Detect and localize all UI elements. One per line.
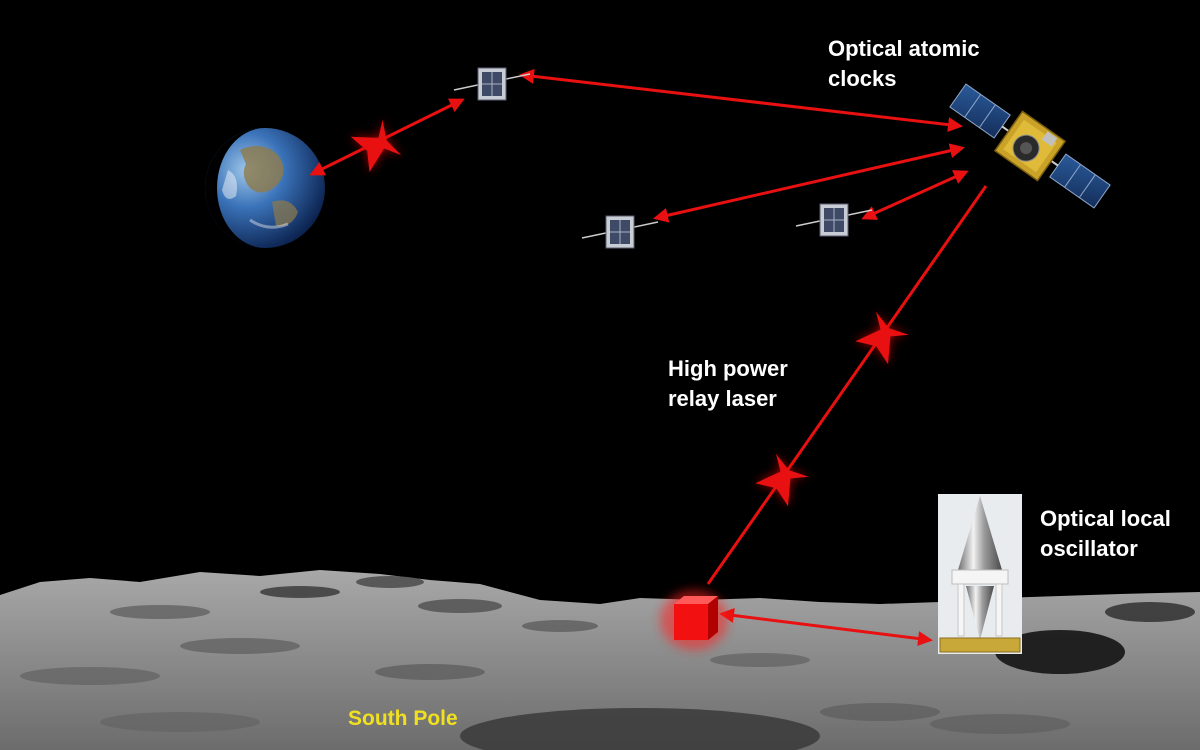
earth-icon	[205, 128, 325, 248]
south-pole-label-text: South Pole	[348, 707, 458, 730]
south-pole-label: South Pole	[348, 704, 458, 734]
oscillator-icon	[938, 494, 1022, 654]
link-clock-cubesat-top	[519, 68, 963, 133]
link-relay-beam	[706, 185, 988, 585]
link-box-oscillator	[719, 608, 933, 646]
laser-pulse-icon	[350, 119, 402, 173]
link-clock-cubesat-left	[653, 143, 965, 223]
optical-atomic-clocks-label: Optical atomic clocks	[828, 34, 980, 94]
cubesat-icon	[581, 215, 659, 249]
laser-links	[309, 68, 988, 646]
local-oscillator-label-line2: oscillator	[1040, 536, 1138, 561]
link-cubesat-earth	[309, 98, 465, 176]
satellite-icon	[949, 83, 1111, 209]
relay-laser-label-line1: High power	[668, 356, 788, 381]
relay-laser-label: High power relay laser	[668, 354, 788, 414]
cubesat-icon	[795, 203, 873, 237]
local-oscillator-label-line1: Optical local	[1040, 506, 1171, 531]
optical-atomic-clocks-label-line1: Optical atomic	[828, 36, 980, 61]
link-clock-cubesat-right	[861, 170, 969, 220]
laser-pulse-icon	[855, 311, 909, 365]
laser-box-icon	[660, 590, 728, 650]
local-oscillator-label: Optical local oscillator	[1040, 504, 1171, 564]
relay-laser-label-line2: relay laser	[668, 386, 777, 411]
optical-atomic-clocks-label-line2: clocks	[828, 66, 897, 91]
cubesat-icon	[453, 67, 531, 101]
laser-pulse-icon	[755, 453, 809, 507]
